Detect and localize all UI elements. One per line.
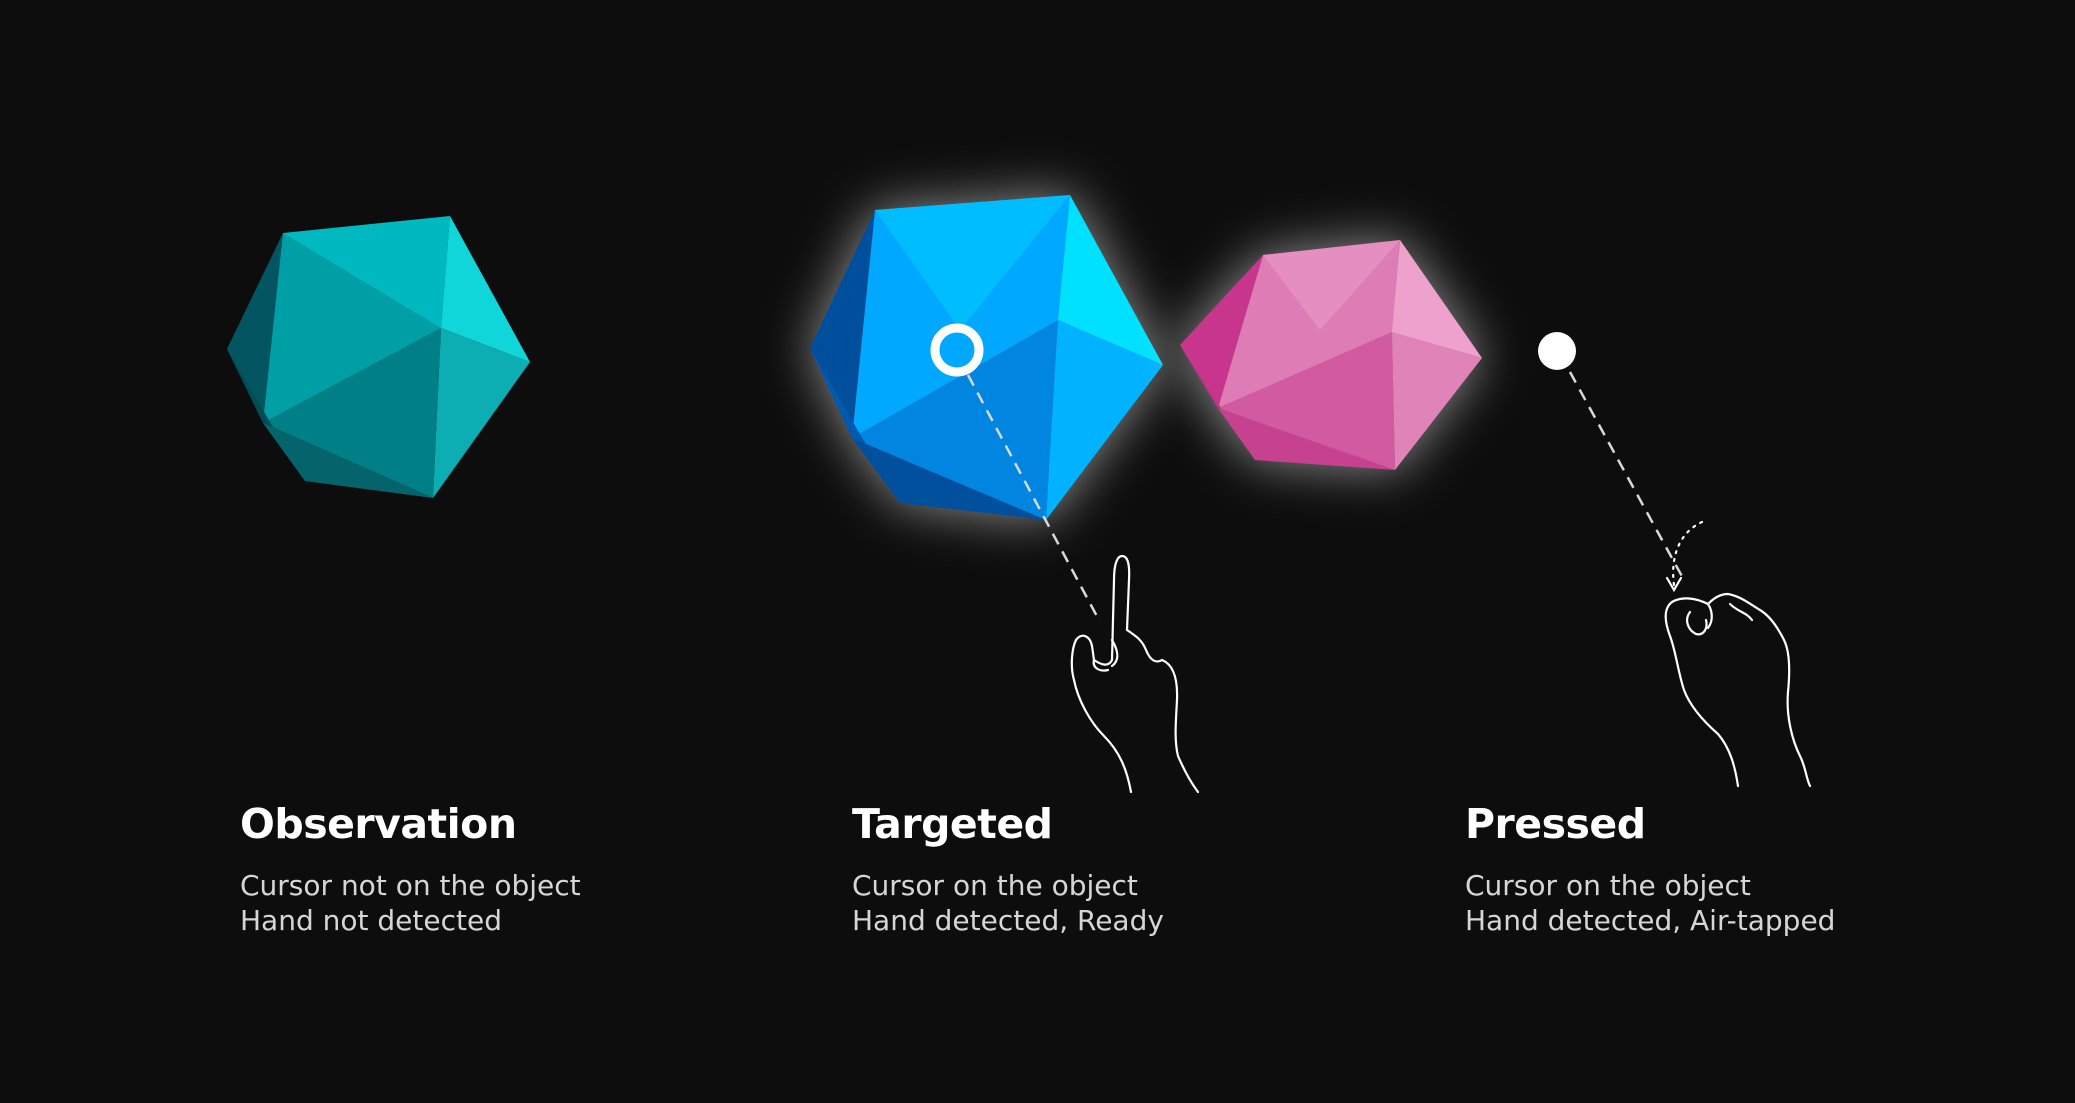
targeted-title: Targeted: [852, 800, 1053, 848]
observation-caption: Observation Cursor not on the object Han…: [240, 800, 760, 938]
targeted-caption: Targeted Cursor on the object Hand detec…: [852, 800, 1372, 938]
pressed-hologram: [1180, 240, 1812, 788]
targeted-gaze-ray: [966, 374, 1102, 623]
targeted-icosahedron: [810, 195, 1163, 520]
targeted-cursor-status: Cursor on the object: [852, 869, 1138, 902]
pressed-title: Pressed: [1465, 800, 1646, 848]
tap-motion-arrowhead: [1665, 576, 1683, 593]
observation-hologram: [227, 216, 530, 498]
tap-motion-arrow: [1672, 520, 1704, 587]
pinching-hand-icon: [1664, 592, 1812, 788]
pressed-hand-status: Hand detected, Air-tapped: [1465, 904, 1836, 937]
pressed-cursor-dot: [1538, 332, 1576, 370]
pointing-hand-icon: [1070, 554, 1200, 794]
pressed-icosahedron: [1180, 240, 1482, 470]
pressed-caption: Pressed Cursor on the object Hand detect…: [1465, 800, 1985, 938]
targeted-cursor-ring: [930, 323, 984, 377]
pressed-cursor-status: Cursor on the object: [1465, 869, 1751, 902]
observation-title: Observation: [240, 800, 517, 848]
observation-cursor-status: Cursor not on the object: [240, 869, 581, 902]
observation-hand-status: Hand not detected: [240, 904, 502, 937]
targeted-hologram: [810, 195, 1200, 794]
pressed-gaze-ray: [1568, 371, 1686, 581]
targeted-hand-status: Hand detected, Ready: [852, 904, 1164, 937]
observation-icosahedron: [227, 216, 530, 498]
